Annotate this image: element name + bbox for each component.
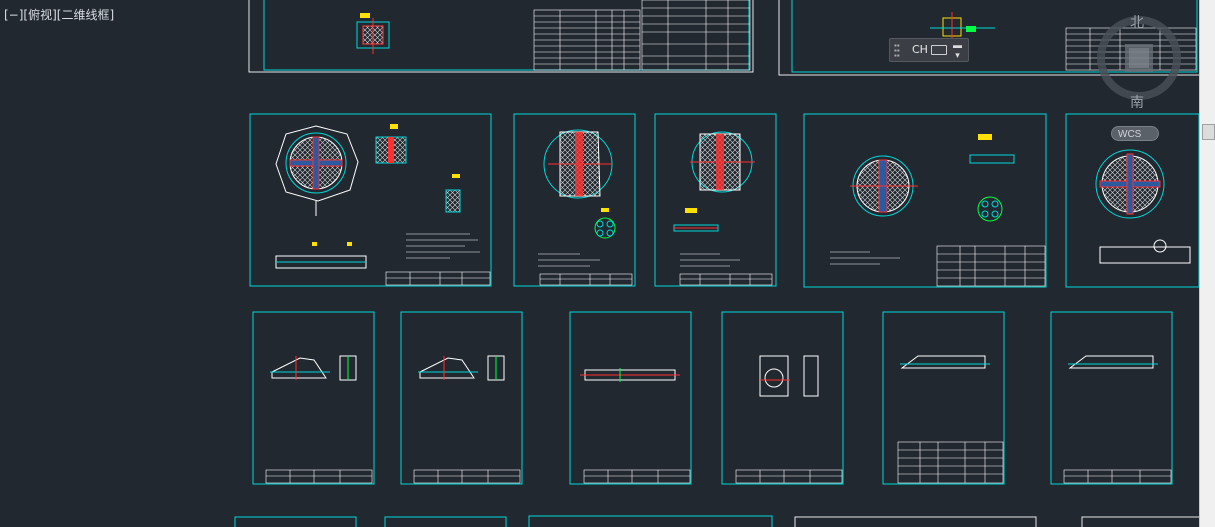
drawing-sheet[interactable] — [1065, 113, 1200, 288]
compass-north[interactable]: 北 — [1130, 15, 1144, 31]
title-block — [735, 469, 843, 484]
drag-handle-icon[interactable]: ▪▪▪▪▪▪ — [894, 41, 900, 60]
notes — [830, 251, 900, 265]
scrollbar-thumb[interactable] — [1202, 124, 1215, 140]
title-block — [936, 245, 1046, 287]
part-view — [1095, 149, 1191, 264]
vertical-scrollbar[interactable] — [1199, 0, 1215, 527]
title-block — [413, 469, 521, 484]
drawing-sheet[interactable] — [654, 113, 777, 287]
notes — [680, 253, 740, 267]
drawing-sheet[interactable] — [400, 311, 523, 485]
viewport-controls-label[interactable]: [−][俯视][二维线框] — [4, 8, 115, 22]
drawing-sheet[interactable] — [249, 113, 492, 287]
notes — [538, 253, 600, 267]
drawing-sheet[interactable] — [252, 311, 375, 485]
drawing-sheet[interactable] — [1050, 311, 1173, 485]
part-view — [673, 131, 755, 232]
keyboard-icon[interactable] — [931, 45, 947, 55]
drawing-sheet[interactable] — [569, 311, 692, 485]
drawing-sheet[interactable] — [1081, 516, 1203, 527]
drawing-sheet[interactable] — [721, 311, 844, 485]
compass-south[interactable]: 南 — [1130, 95, 1144, 111]
title-block — [533, 0, 751, 71]
part-view — [580, 368, 680, 382]
drawing-sheet[interactable] — [803, 113, 1047, 288]
drawing-sheet[interactable] — [234, 516, 357, 527]
viewcube[interactable]: 北 南 — [1093, 12, 1185, 111]
drawing-sheet[interactable] — [882, 311, 1005, 485]
title-block — [1063, 469, 1172, 484]
title-block — [539, 273, 633, 286]
ucs-menu-button[interactable]: WCS — [1111, 126, 1159, 141]
part-view — [275, 124, 461, 269]
part-view — [930, 12, 995, 40]
title-block — [265, 469, 373, 484]
part-view — [759, 355, 819, 397]
part-view — [270, 355, 357, 381]
drawing-sheet[interactable] — [513, 113, 636, 287]
title-block — [679, 273, 773, 286]
part-view — [850, 134, 1015, 222]
drawing-sheet[interactable] — [528, 515, 773, 527]
part-view — [418, 355, 505, 381]
ime-mode-label[interactable]: CH — [912, 43, 928, 56]
ucs-label: WCS — [1118, 129, 1142, 140]
title-block — [583, 469, 691, 484]
drawing-sheet[interactable] — [384, 516, 507, 527]
viewcube-ring-icon — [1097, 16, 1181, 100]
title-block — [897, 441, 1004, 484]
part-view — [900, 355, 990, 369]
part-view — [356, 13, 390, 54]
ime-menu-icon[interactable]: ▬▾ — [953, 40, 962, 60]
drawing-sheet[interactable] — [794, 516, 1037, 527]
input-method-bar[interactable]: ▪▪▪▪▪▪ CH ▬▾ — [889, 38, 969, 62]
notes — [406, 233, 480, 259]
part-view — [1068, 355, 1158, 369]
part-view — [543, 129, 616, 239]
title-block — [385, 271, 491, 286]
drawing-sheet[interactable] — [248, 0, 754, 73]
